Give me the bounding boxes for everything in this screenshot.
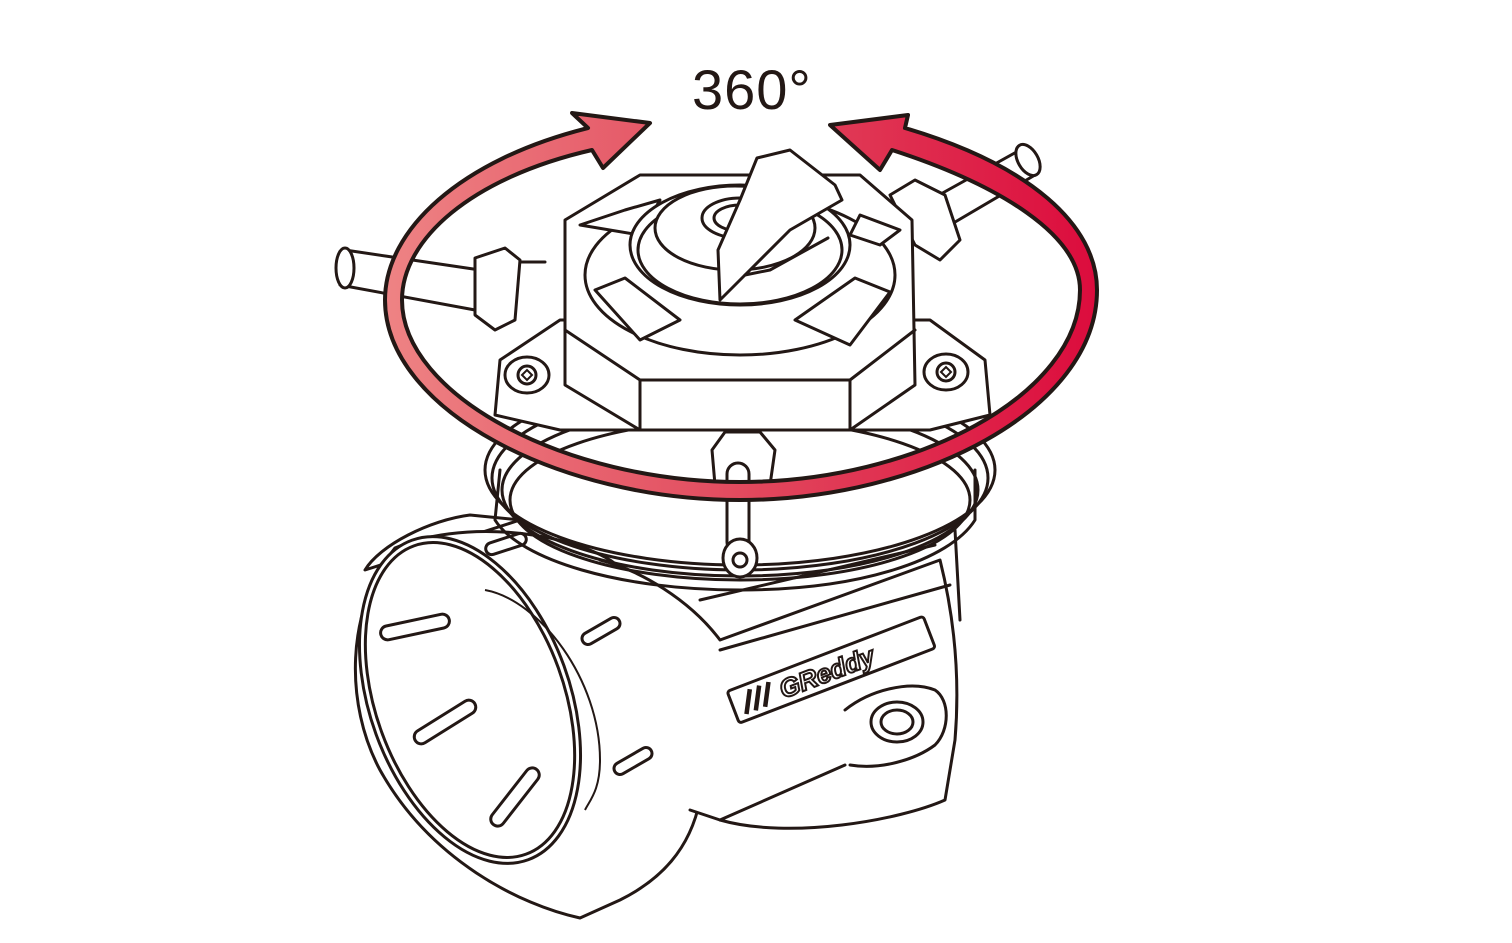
bolt-left <box>503 355 551 395</box>
rotation-arrow-loop <box>383 111 1099 502</box>
bolt-right <box>922 352 970 392</box>
valve-cap <box>563 148 917 432</box>
rotation-arrows <box>383 111 1099 502</box>
flange-slots <box>379 531 654 828</box>
rotation-angle-label: 360° <box>692 58 812 121</box>
adjust-knob <box>716 148 844 302</box>
hose-barb-left <box>334 246 547 332</box>
inlet-flange <box>353 513 706 920</box>
